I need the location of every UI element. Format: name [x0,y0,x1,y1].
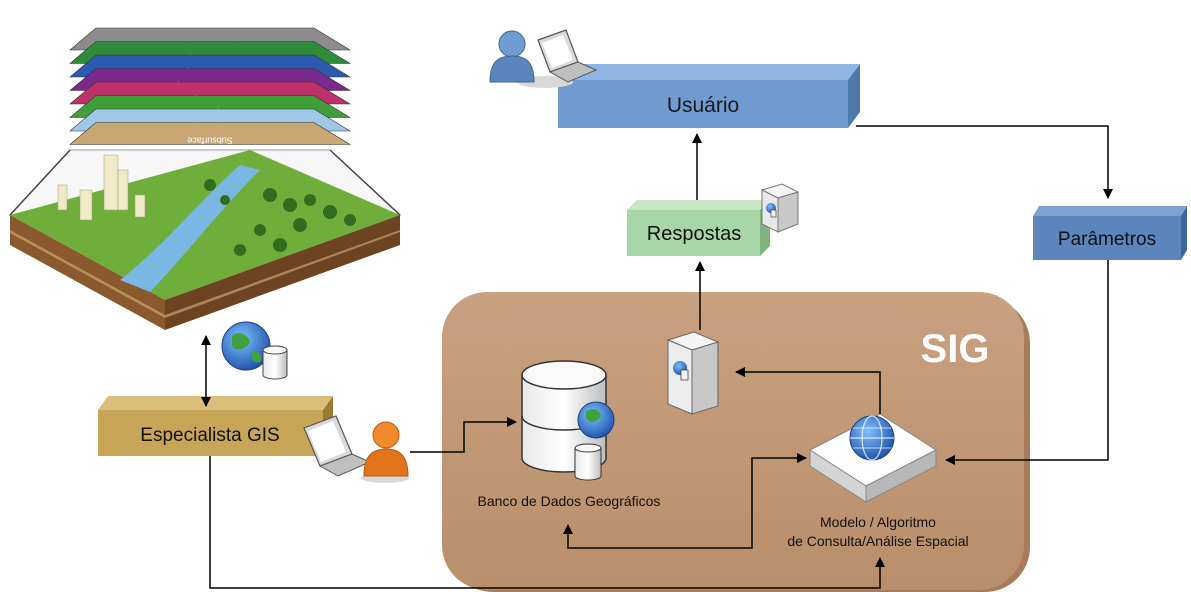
respostas-label: Respostas [647,223,742,245]
globe-database-icon [221,321,288,380]
parametros-label: Parâmetros [1058,229,1156,250]
server-icon [666,331,720,415]
banco-label: Banco de Dados Geográficos [478,493,661,509]
laptop-icon [303,415,372,477]
terrain-block [10,150,400,330]
usuario-box: Usuário [558,64,860,128]
server-icon [760,183,800,233]
layer-plane [69,122,352,145]
especialista-box: Especialista GIS [98,396,333,456]
arrow-database-modelo [563,453,807,549]
user-orange-icon [361,421,409,483]
modelo-label-line2: de Consulta/Análise Espacial [787,533,968,549]
user-blue-icon [489,30,573,88]
parametros-box: Parâmetros [1033,206,1187,260]
modelo-label-line1: Modelo / Algoritmo [820,514,936,530]
arrow-especialista-modelo [209,456,885,589]
arrow-parametros-modelo [945,260,1109,465]
respostas-box: Respostas [627,200,770,256]
arrow-modelo-server [735,367,881,414]
globe-icon [849,415,895,461]
layer-label: Subsurface [187,136,233,146]
globe-icon [577,401,615,439]
laptop-icon [537,29,598,83]
database-icon [574,443,602,481]
usuario-label: Usuário [667,94,739,117]
model-platform-icon [809,413,937,503]
gis-layers-illustration: Transportation SystemsGas & Electric Sys… [8,27,402,330]
layer-stack: Transportation SystemsGas & Electric Sys… [69,27,352,146]
sig-title: SIG [921,327,990,371]
arrow-usuario-parametros [856,125,1113,199]
especialista-label: Especialista GIS [140,425,279,446]
arrow-user-database [410,417,517,453]
connectors [201,125,1113,589]
